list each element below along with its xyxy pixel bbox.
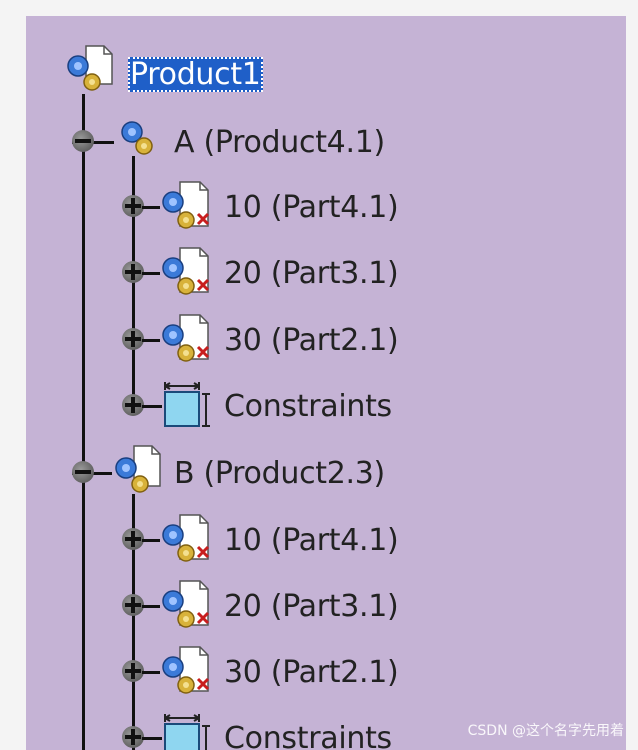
product-icon	[121, 121, 153, 155]
product-icon	[67, 45, 113, 91]
tree-line	[142, 539, 160, 542]
constraints-label: Constraints	[224, 720, 392, 750]
tree-node-part[interactable]: 20 (Part3.1)	[224, 581, 399, 631]
tree-line	[82, 94, 85, 750]
product-icon	[115, 445, 161, 493]
tree-line	[142, 339, 160, 342]
tree-node-part[interactable]: 30 (Part2.1)	[224, 647, 399, 697]
constraints-icon	[164, 714, 210, 750]
tree-line	[142, 206, 160, 209]
part-label: 20 (Part3.1)	[224, 255, 399, 291]
part-icon	[162, 646, 210, 694]
expand-toggle[interactable]	[122, 394, 144, 416]
part-icon	[162, 580, 210, 628]
part-label: 30 (Part2.1)	[224, 322, 399, 358]
part-label: 30 (Part2.1)	[224, 654, 399, 690]
part-icon	[162, 514, 210, 562]
tree-root-node[interactable]: Product1	[128, 49, 263, 99]
expand-toggle[interactable]	[122, 261, 144, 283]
constraints-label: Constraints	[224, 388, 392, 424]
root-label[interactable]: Product1	[128, 56, 263, 92]
group-b-label: B (Product2.3)	[174, 455, 385, 491]
tree-node-group-b[interactable]: B (Product2.3)	[174, 448, 385, 498]
expand-toggle[interactable]	[122, 528, 144, 550]
expand-toggle[interactable]	[122, 594, 144, 616]
tree-node-part[interactable]: 30 (Part2.1)	[224, 315, 399, 365]
expand-toggle[interactable]	[122, 195, 144, 217]
group-a-label: A (Product4.1)	[174, 124, 385, 160]
watermark: CSDN @这个名字先用着	[467, 723, 624, 739]
specification-tree-panel: Product1 A (Product4.1) 10 (Part4.1)	[26, 16, 626, 750]
part-icon	[162, 247, 210, 295]
expand-toggle[interactable]	[122, 660, 144, 682]
part-icon	[162, 181, 210, 229]
tree-line	[132, 494, 135, 750]
tree-node-part[interactable]: 10 (Part4.1)	[224, 182, 399, 232]
tree-line	[142, 737, 162, 740]
part-label: 10 (Part4.1)	[224, 189, 399, 225]
tree-node-group-a[interactable]: A (Product4.1)	[174, 117, 385, 167]
tree-line	[142, 272, 160, 275]
tree-node-part[interactable]: 20 (Part3.1)	[224, 248, 399, 298]
tree-node-constraints[interactable]: Constraints	[224, 381, 392, 431]
collapse-toggle-a[interactable]	[72, 130, 94, 152]
expand-toggle[interactable]	[122, 726, 144, 748]
tree-line	[142, 405, 162, 408]
part-label: 10 (Part4.1)	[224, 522, 399, 558]
tree-node-constraints[interactable]: Constraints	[224, 713, 392, 750]
expand-toggle[interactable]	[122, 328, 144, 350]
collapse-toggle-b[interactable]	[72, 461, 94, 483]
tree-line	[142, 605, 160, 608]
tree-node-part[interactable]: 10 (Part4.1)	[224, 515, 399, 565]
tree-line	[142, 671, 160, 674]
part-label: 20 (Part3.1)	[224, 588, 399, 624]
constraints-icon	[164, 382, 210, 427]
part-icon	[162, 314, 210, 362]
